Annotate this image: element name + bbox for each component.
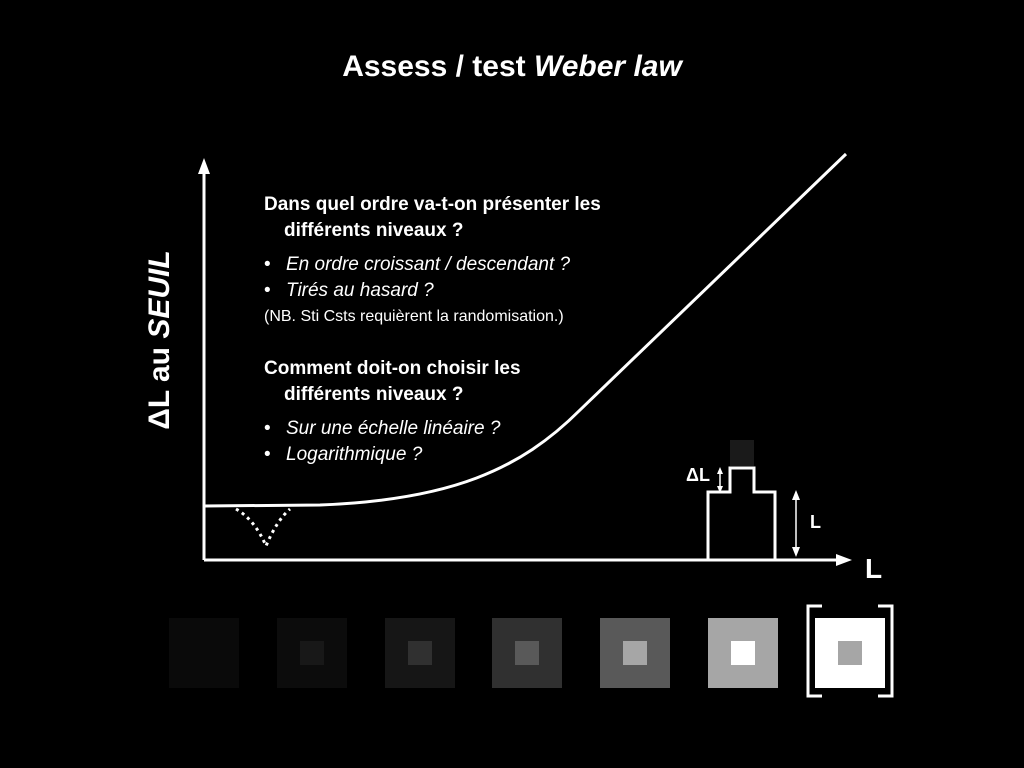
l-arrow-bottom [792, 547, 800, 557]
stimulus-profile [706, 466, 777, 560]
stimulus-swatch-center [192, 641, 216, 665]
stimulus-swatch [600, 618, 670, 688]
delta-l-label: ΔL [686, 465, 710, 485]
levels-bullet-text: Logarithmique ? [286, 444, 423, 465]
levels-question-line1: Comment doit-on choisir les [264, 358, 521, 379]
title-italic: Weber law [533, 50, 682, 83]
order-bullet: • Tirés au hasard ? [264, 278, 601, 304]
y-axis-arrowhead [198, 158, 210, 174]
l-arrow-top [792, 490, 800, 500]
y-axis-prefix: ΔL au [143, 338, 176, 430]
order-question-line2: différents niveaux ? [284, 220, 464, 241]
stimulus-swatch-center [623, 641, 647, 665]
stimulus-swatch-center [731, 641, 755, 665]
order-bullet: • En ordre croissant / descendant ? [264, 252, 601, 278]
y-axis-italic: SEUIL [143, 250, 176, 339]
bullet-dot-icon: • [264, 418, 271, 439]
stimulus-swatch [169, 618, 239, 688]
stimulus-swatch [492, 618, 562, 688]
stimulus-swatch [277, 618, 347, 688]
x-axis-label: L [865, 553, 883, 584]
stimulus-swatch-center [300, 641, 324, 665]
bracket-left [806, 604, 822, 698]
levels-question-line2: différents niveaux ? [284, 384, 464, 405]
order-bullet-text: Tirés au hasard ? [286, 280, 434, 301]
levels-question-block: Comment doit-on choisir les différents n… [264, 356, 521, 468]
delta-l-arrow-top [717, 467, 723, 474]
level-label: L [810, 512, 821, 532]
order-bullet-text: En ordre croissant / descendant ? [286, 254, 571, 275]
stimulus-swatch [385, 618, 455, 688]
levels-bullet: • Logarithmique ? [264, 442, 521, 468]
threshold-curve [203, 152, 848, 508]
bullet-dot-icon: • [264, 444, 271, 465]
levels-question: Comment doit-on choisir les différents n… [264, 356, 521, 408]
order-question: Dans quel ordre va-t-on présenter les di… [264, 192, 601, 244]
title-main: Assess / test [342, 50, 534, 83]
order-question-line1: Dans quel ordre va-t-on présenter les [264, 194, 601, 215]
randomisation-note: (NB. Sti Csts requièrent la randomisatio… [264, 308, 564, 325]
stimulus-swatch-center [838, 641, 862, 665]
bullet-dot-icon: • [264, 254, 271, 275]
stimulus-swatch [815, 618, 885, 688]
stimulus-swatch-center [408, 641, 432, 665]
x-axis-arrowhead [836, 554, 852, 566]
slide-title: Assess / test Weber law [0, 50, 1024, 84]
levels-bullet-text: Sur une échelle linéaire ? [286, 418, 501, 439]
levels-bullet: • Sur une échelle linéaire ? [264, 416, 521, 442]
stimulus-swatch-center [515, 641, 539, 665]
y-axis-label: ΔL au SEUIL [143, 250, 177, 429]
dotted-dip-curve [235, 507, 291, 550]
stimulus-swatch [708, 618, 778, 688]
bracket-right [878, 604, 894, 698]
order-question-block: Dans quel ordre va-t-on présenter les di… [264, 192, 601, 330]
inset-shadow-block [730, 440, 754, 466]
delta-l-arrow-bottom [717, 486, 723, 493]
bullet-dot-icon: • [264, 280, 271, 301]
